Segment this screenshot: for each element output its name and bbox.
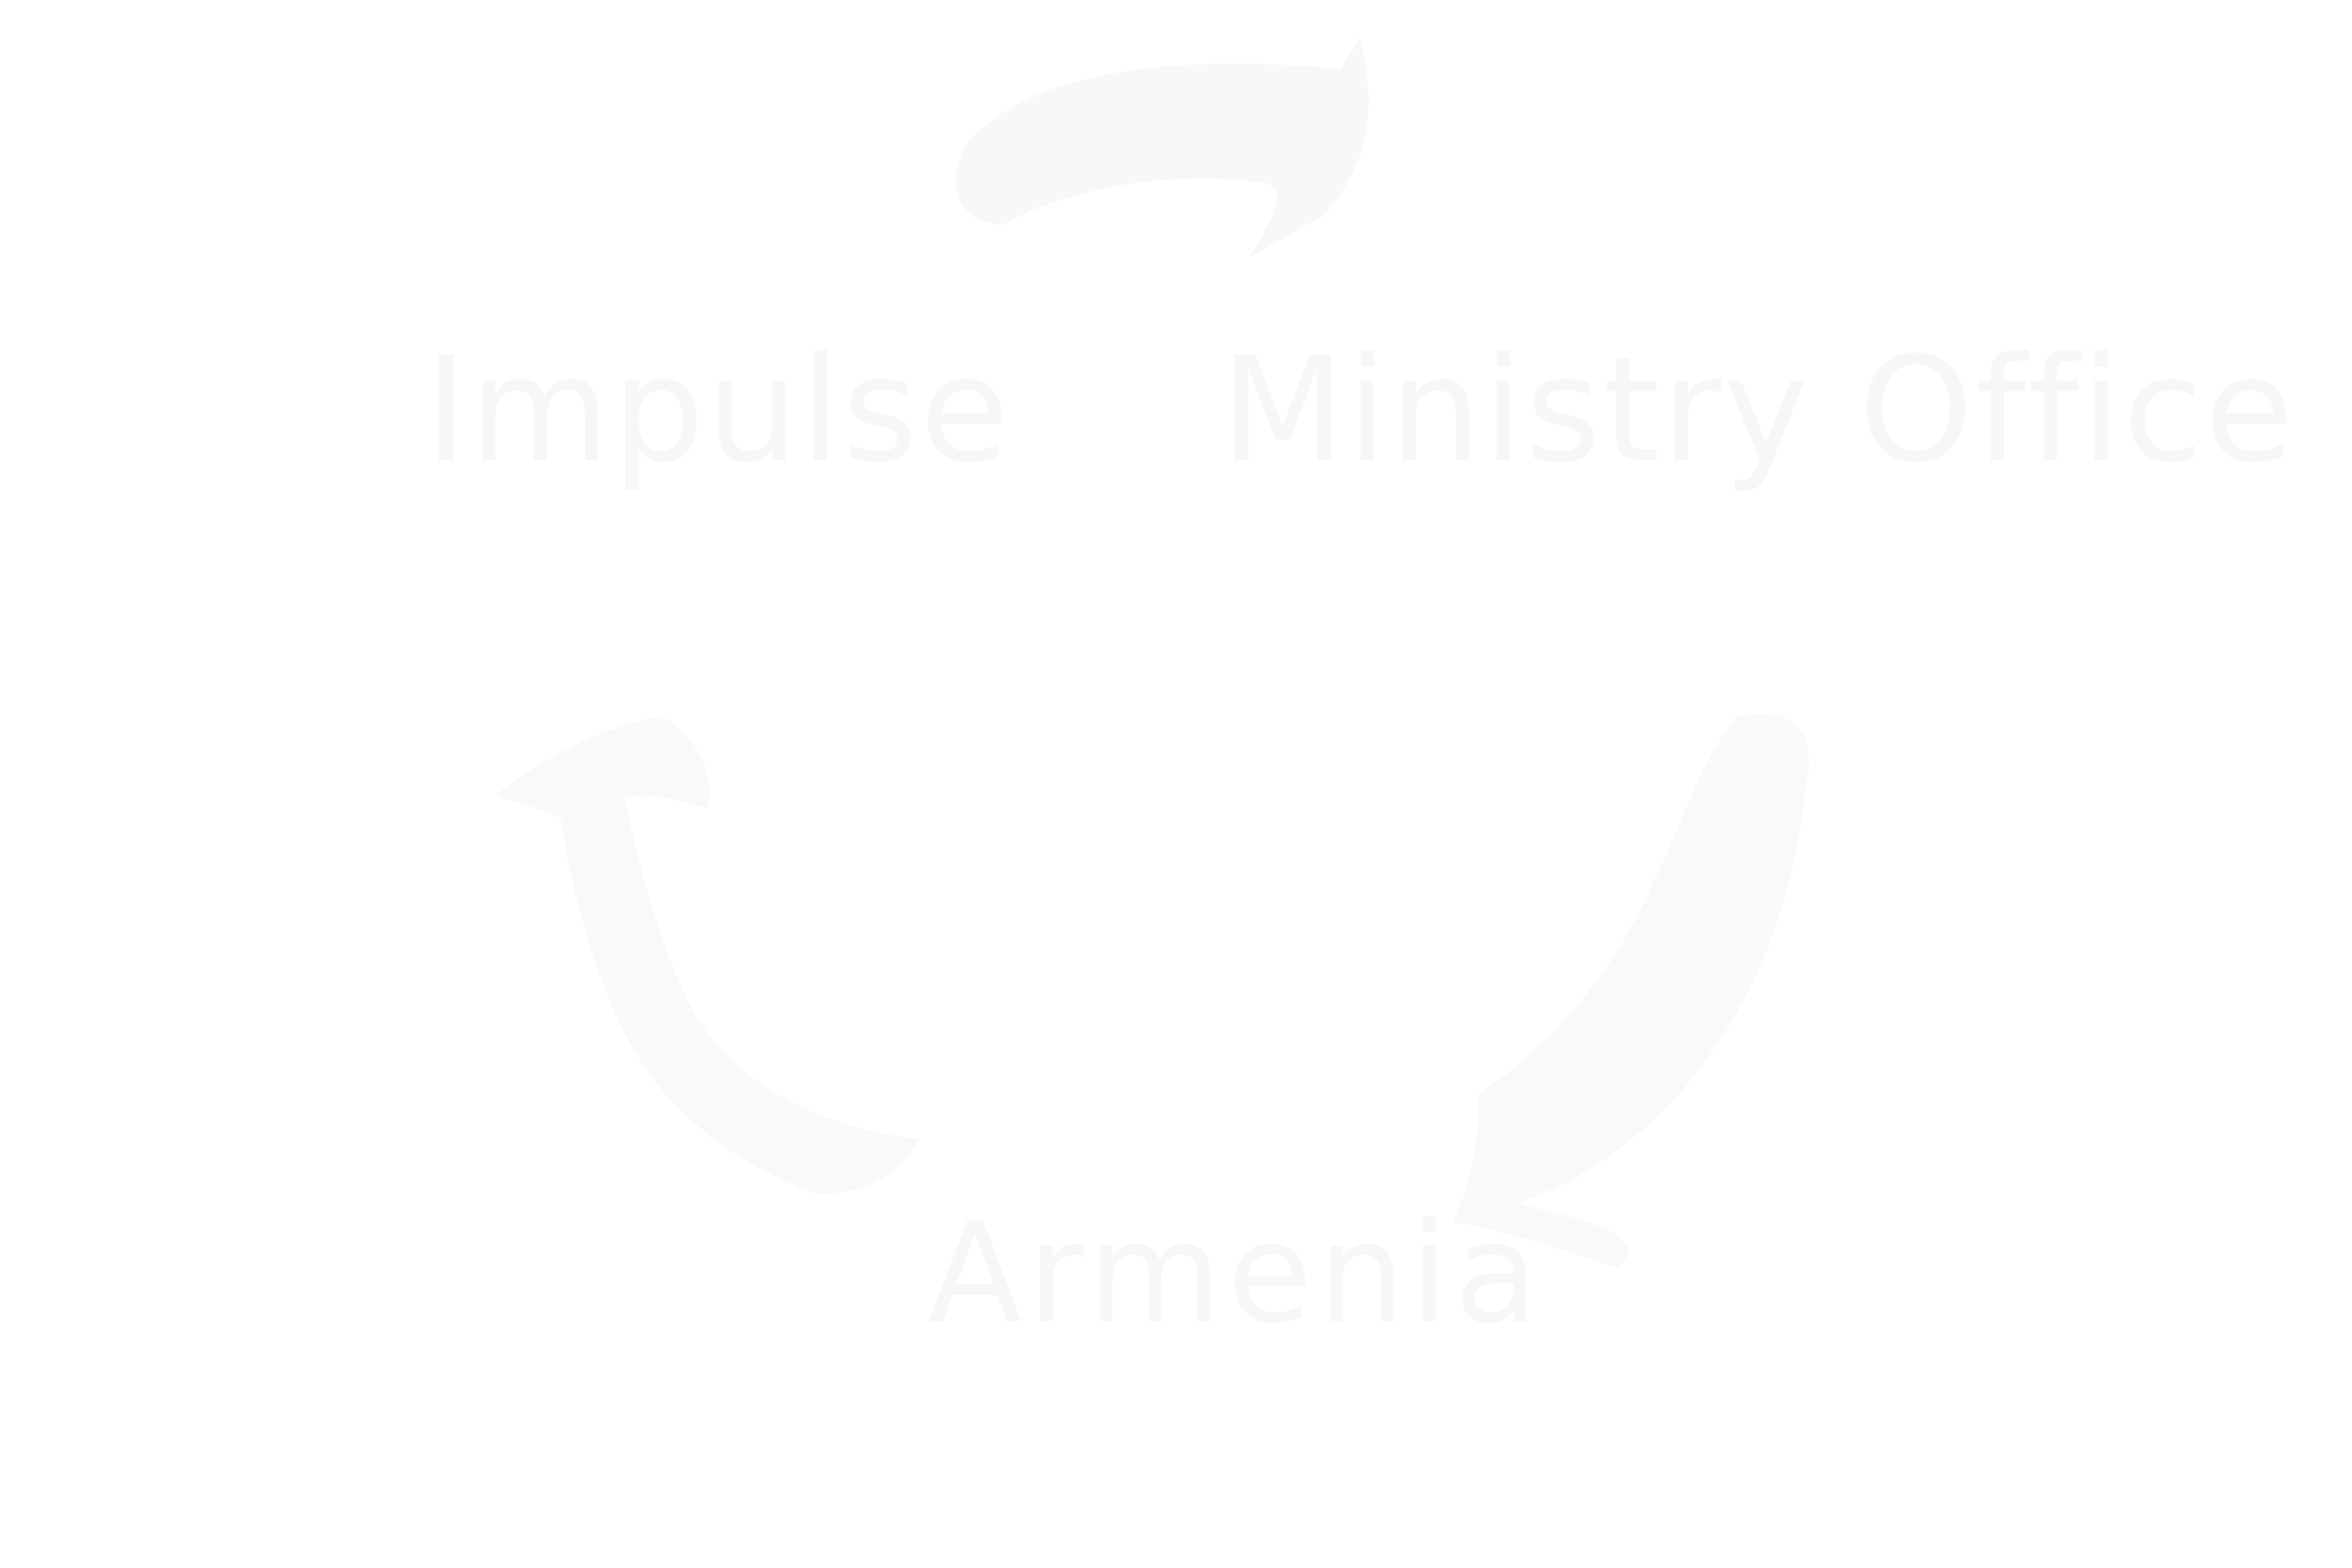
logo-word-left: Impulse: [424, 326, 1012, 495]
left-wing-icon: [496, 716, 919, 1194]
logo-word-bottom: Armenia: [928, 1194, 1544, 1354]
right-wing-icon: [1452, 714, 1809, 1268]
logo-word-right: Ministry Office: [1220, 326, 2296, 495]
top-wing-icon: [956, 37, 1369, 257]
